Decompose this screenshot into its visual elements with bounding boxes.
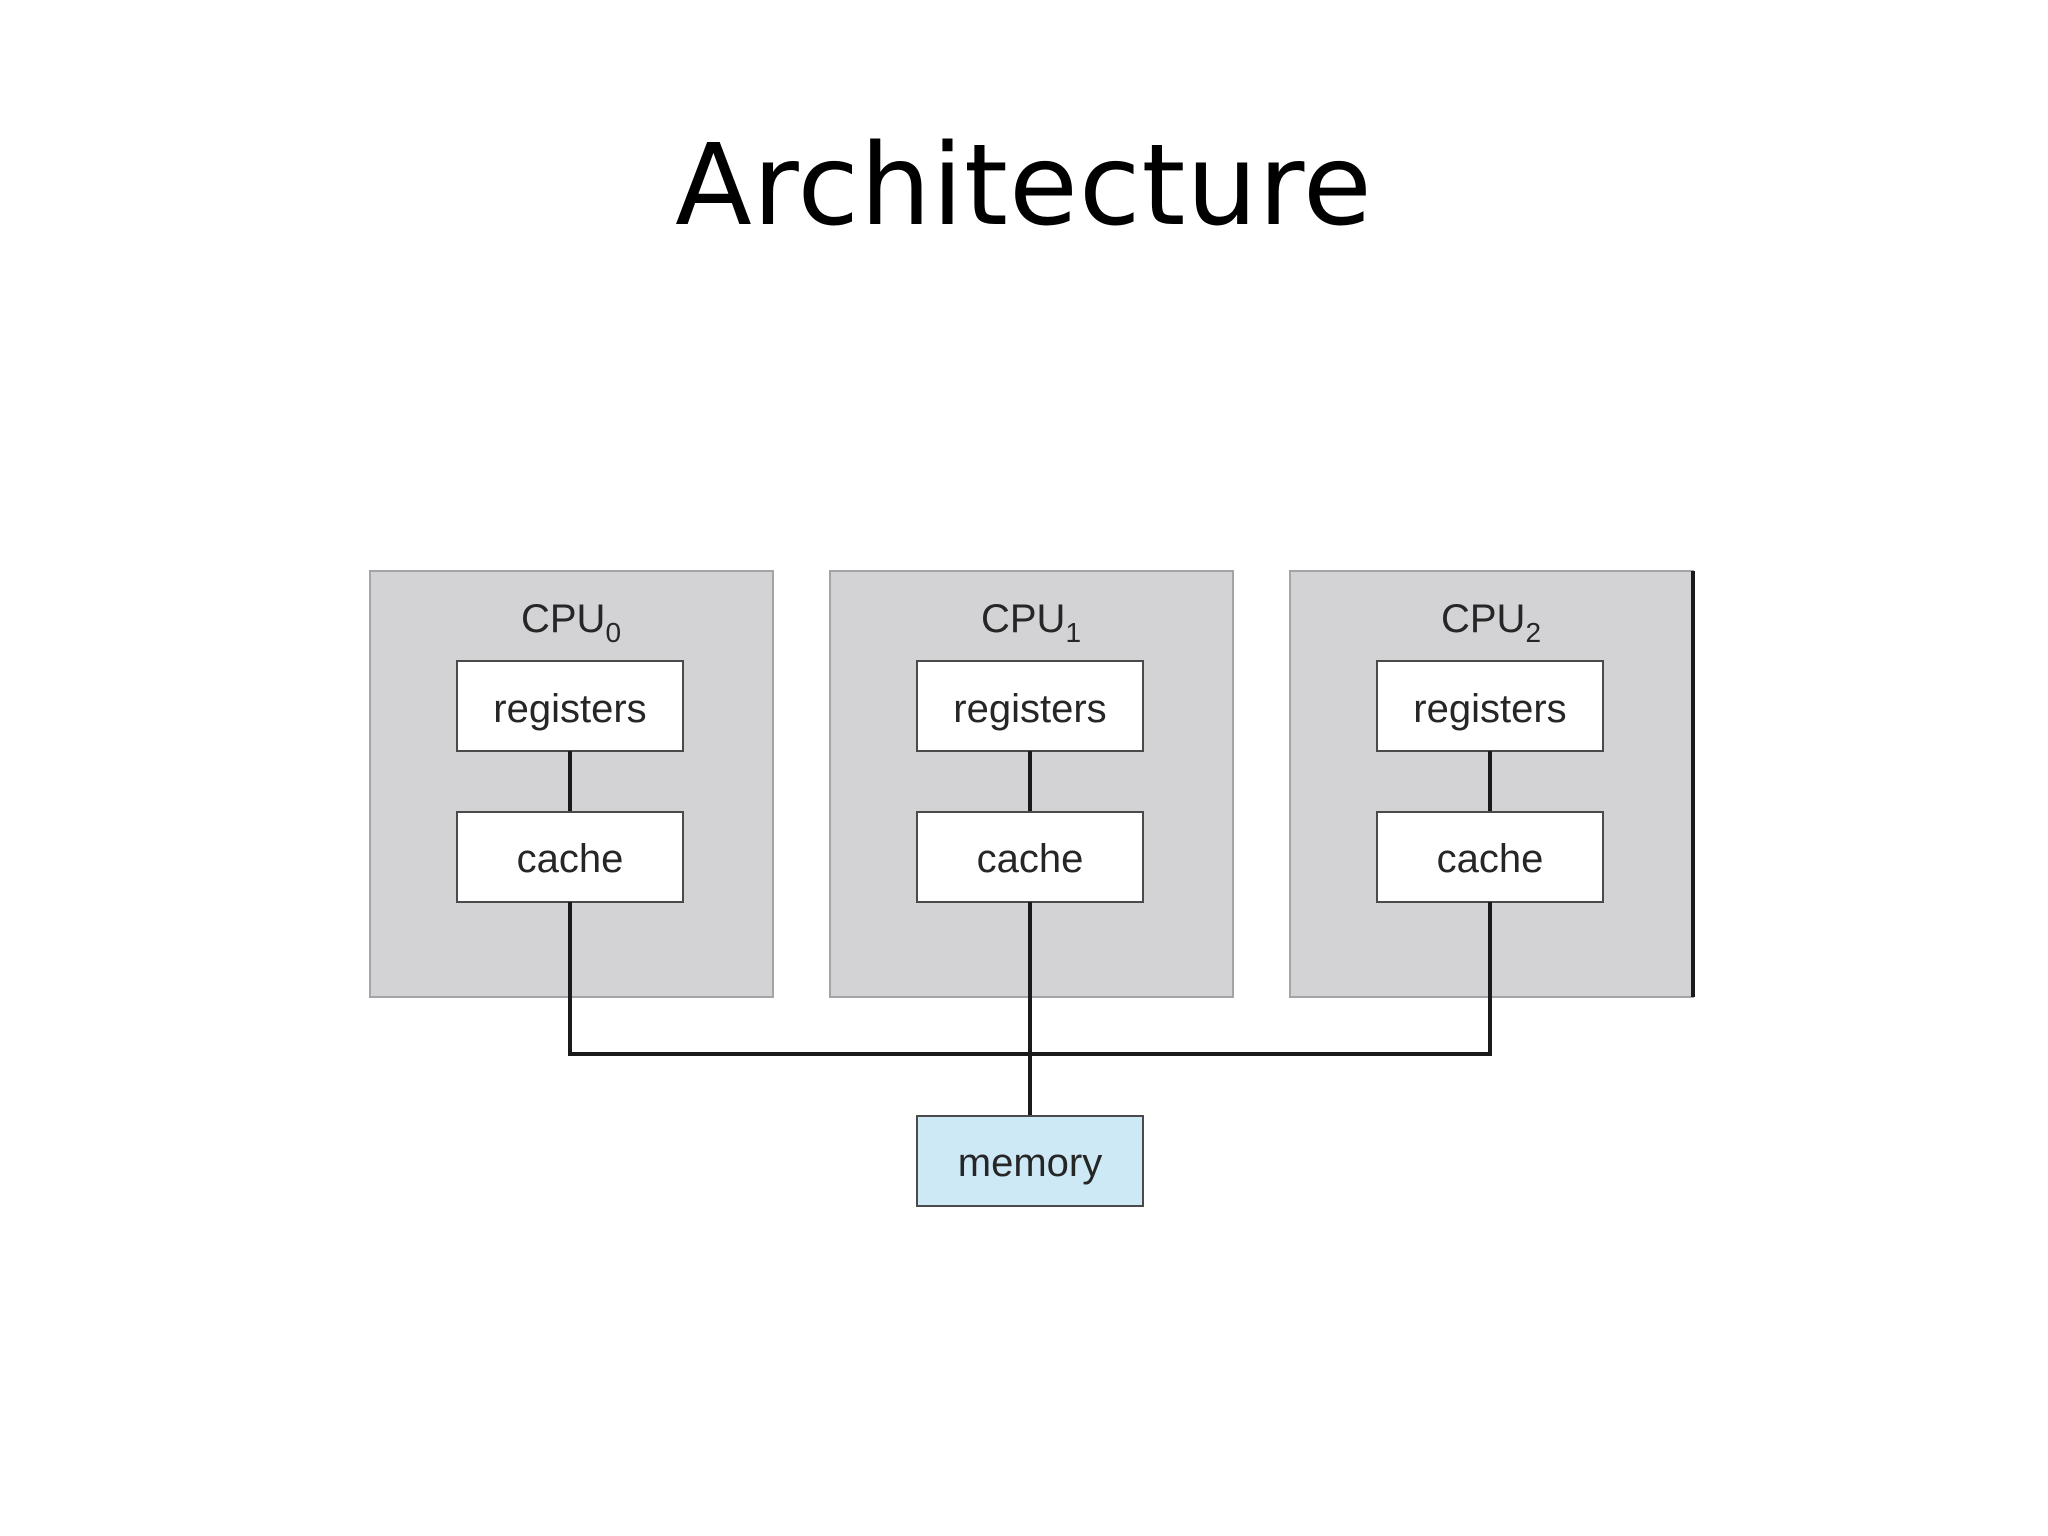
cpu-label-2: CPU2 <box>1441 597 1541 648</box>
cache-label-0: cache <box>517 837 624 881</box>
registers-box-2 <box>1376 660 1604 752</box>
slide-title: Architecture <box>675 121 1373 251</box>
cache-box-2 <box>1376 811 1604 903</box>
memory-node: memory <box>916 1115 1144 1207</box>
system-bus <box>568 902 1492 1116</box>
cpu-subscript-2: 2 <box>1525 617 1541 648</box>
memory-box <box>916 1115 1144 1207</box>
cpu-subscript-0: 0 <box>605 617 621 648</box>
cache-box-1 <box>916 811 1144 903</box>
cpu-subscript-1: 1 <box>1065 617 1081 648</box>
cpu-label-0: CPU0 <box>521 597 621 648</box>
cache-label-2: cache <box>1437 837 1544 881</box>
registers-label-0: registers <box>493 687 646 731</box>
registers-label-1: registers <box>953 687 1106 731</box>
registers-label-2: registers <box>1413 687 1566 731</box>
memory-label: memory <box>958 1141 1102 1185</box>
cpu-label-1: CPU1 <box>981 597 1081 648</box>
cpu-node-0: CPU0 registers cache <box>369 570 774 998</box>
cache-label-1: cache <box>977 837 1084 881</box>
registers-box-0 <box>456 660 684 752</box>
